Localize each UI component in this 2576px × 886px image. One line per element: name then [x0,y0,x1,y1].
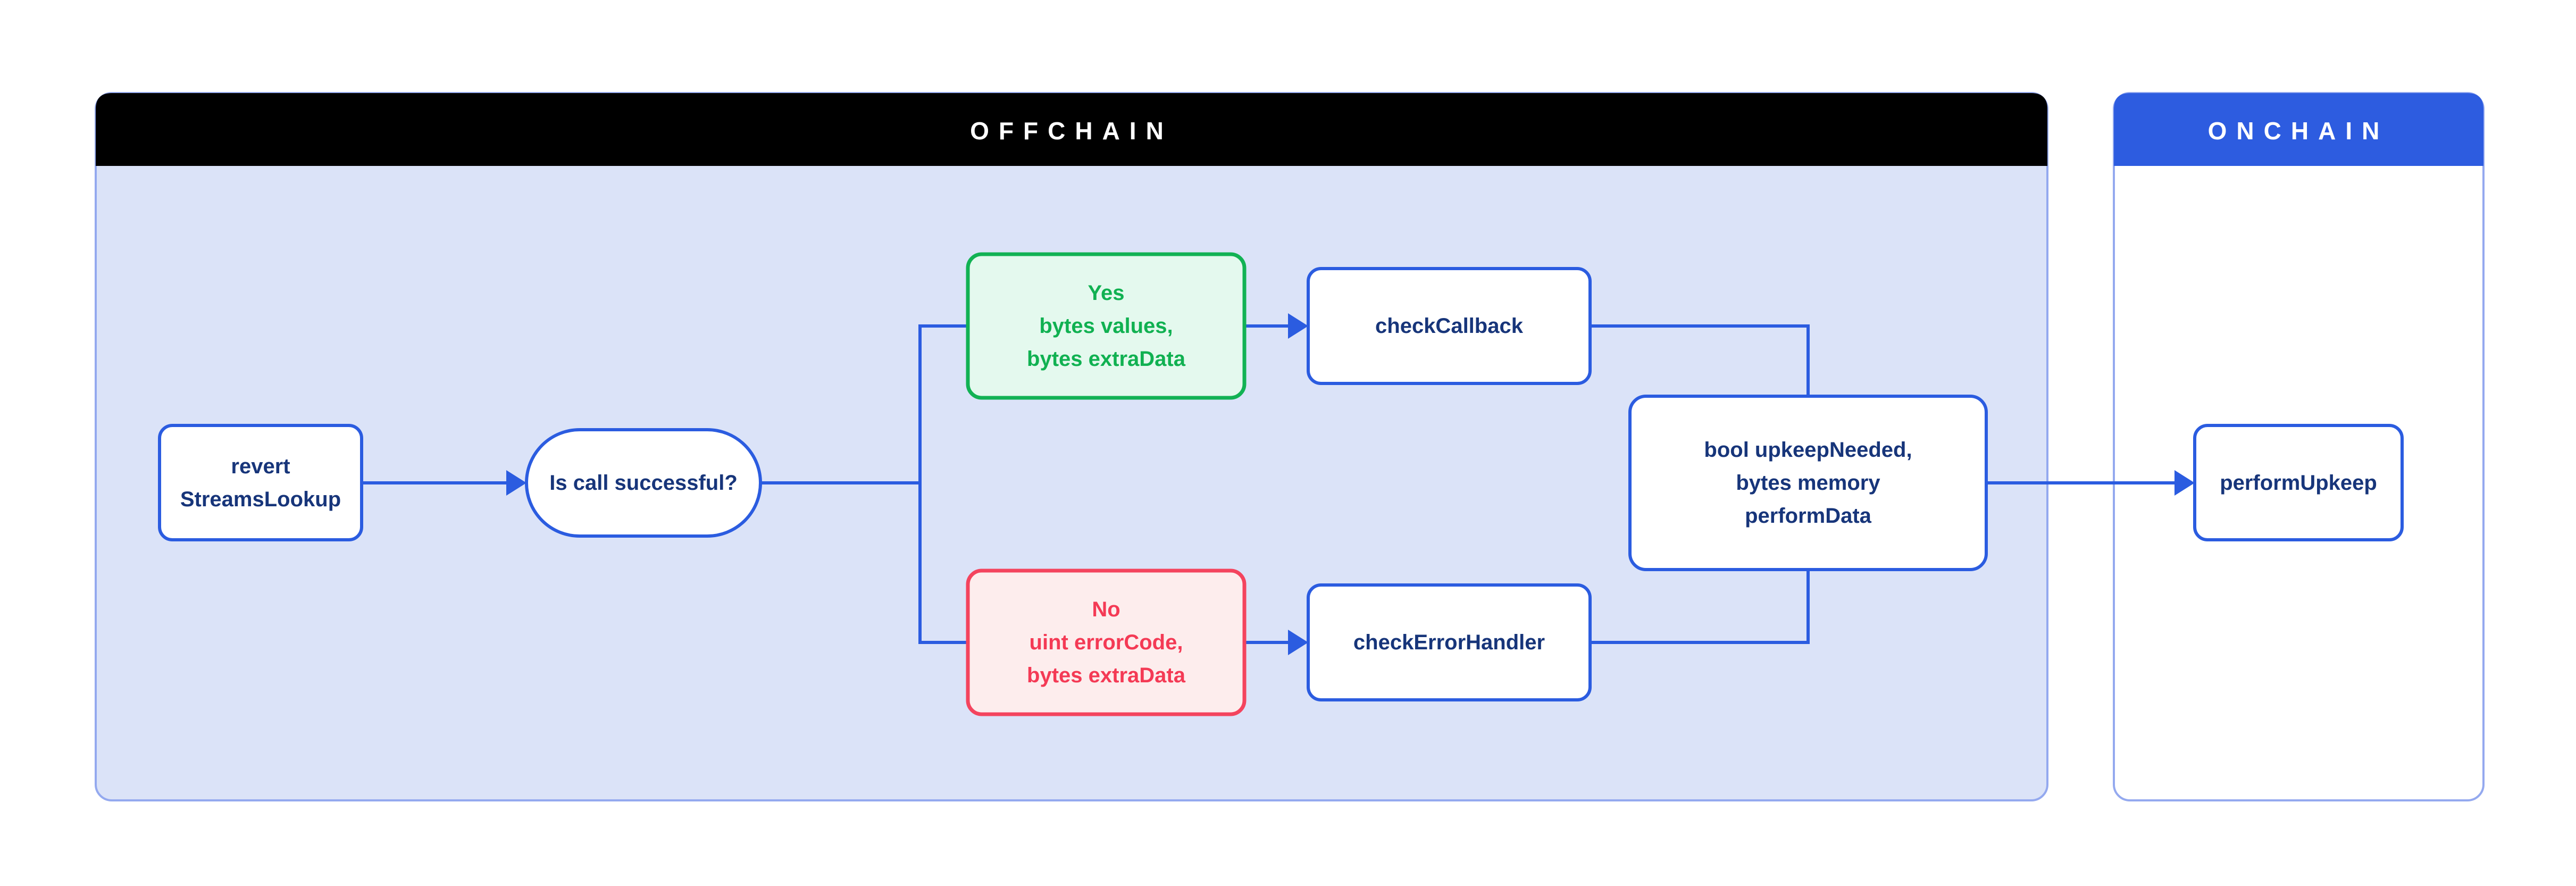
node-box [158,424,363,541]
node-box [966,569,1247,716]
node-label-line: uint errorCode, [1030,631,1183,654]
node-upkeep-result: bool upkeepNeeded, bytes memory performD… [1628,395,1988,571]
node-no-branch: No uint errorCode, bytes extraData [966,569,1247,716]
node-label-line: StreamsLookup [180,488,341,511]
node-box [966,252,1247,400]
node-label-line: bytes extraData [1027,664,1186,687]
edge-line [1590,570,1810,644]
node-label-line: checkErrorHandler [1353,631,1545,654]
edge-revert-to-decision [362,470,526,496]
node-label-line: bytes memory [1736,471,1880,495]
edge-checkerrorhandler-to-result [1590,570,1810,644]
node-checkcallback: checkCallback [1307,267,1592,385]
offchain-header [96,93,2047,166]
edge-result-to-performupkeep [1986,470,2195,496]
node-yes-branch: Yes bytes values, bytes extraData [966,252,1247,400]
node-label-line: Is call successful? [549,471,738,495]
node-performupkeep: performUpkeep [2193,424,2404,541]
node-is-call-successful: Is call successful? [525,428,762,538]
offchain-label: OFFCHAIN [970,117,1173,145]
node-label-line: checkCallback [1375,314,1524,338]
node-box [1307,267,1592,385]
node-label-line: bytes extraData [1027,347,1186,371]
node-label-line: performData [1745,504,1872,528]
decision-stadium [525,428,762,538]
arrowhead-icon [506,470,526,496]
arrowhead-icon [2174,470,2195,496]
node-label-line: revert [231,455,290,478]
node-label-line: bytes values, [1039,314,1173,338]
node-revert-streamslookup: revert StreamsLookup [158,424,363,541]
arrowhead-icon [1288,630,1308,655]
onchain-label: ONCHAIN [2208,117,2389,145]
edge-checkcallback-to-result [1590,324,1810,396]
edge-line [1590,324,1810,396]
edge-yes-to-checkcallback [1244,313,1308,339]
node-label-line: bool upkeepNeeded, [1704,438,1912,462]
arrowhead-icon [1288,313,1308,339]
node-label-line: performUpkeep [2220,471,2377,495]
onchain-header [2114,93,2483,166]
edge-no-to-checkerrorhandler [1244,630,1308,655]
edge-decision-to-split [759,324,969,644]
node-box [1628,395,1988,571]
node-label-line: Yes [1088,281,1125,305]
node-checkerrorhandler: checkErrorHandler [1307,583,1592,701]
node-box [2193,424,2404,541]
node-label-line: No [1092,598,1120,621]
node-box [1307,583,1592,701]
